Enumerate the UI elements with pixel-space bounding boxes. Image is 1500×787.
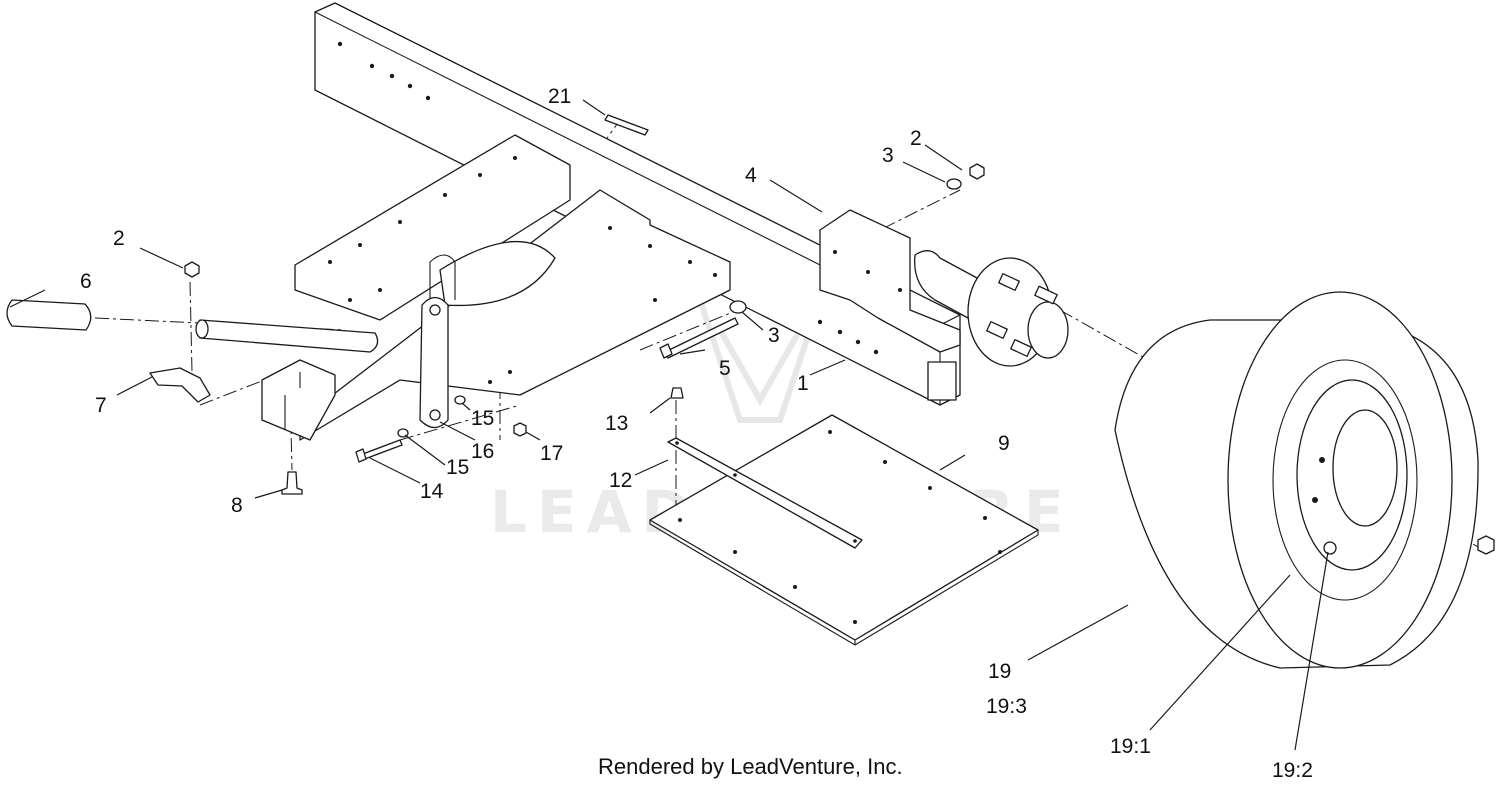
nut-2-left xyxy=(184,261,200,278)
deck-plate xyxy=(649,414,1039,646)
callout-19-1: 19:1 xyxy=(1110,735,1151,758)
bolt-14 xyxy=(359,439,403,461)
callout-19-3: 19:3 xyxy=(986,695,1027,718)
tire-wheel-assembly xyxy=(1114,291,1479,669)
fastener-13 xyxy=(670,387,684,399)
callout-6: 6 xyxy=(80,270,92,293)
callout-13: 13 xyxy=(605,412,628,435)
callout-16: 16 xyxy=(471,440,494,463)
callout-1: 1 xyxy=(797,372,809,395)
callout-5: 5 xyxy=(719,357,731,380)
nut-wheel xyxy=(1477,535,1495,555)
callout-12: 12 xyxy=(609,469,632,492)
link-arm xyxy=(419,296,449,429)
mount-plate-rear xyxy=(294,134,571,321)
pivot-bracket xyxy=(299,189,731,441)
callout-19: 19 xyxy=(988,660,1011,683)
callout-15-upper: 15 xyxy=(471,407,494,430)
locknut-17 xyxy=(513,422,527,437)
callout-14: 14 xyxy=(420,480,444,503)
washer-3-mid xyxy=(729,300,747,314)
strap-bar xyxy=(667,437,863,549)
render-credit: Rendered by LeadVenture, Inc. xyxy=(598,754,903,779)
callout-2-right: 2 xyxy=(910,127,922,150)
wheel-hub xyxy=(967,257,1069,367)
washer-3-top xyxy=(946,178,962,190)
callout-4: 4 xyxy=(745,164,757,187)
callout-3-mid: 3 xyxy=(768,324,780,347)
callout-3-top: 3 xyxy=(882,144,894,167)
callout-21: 21 xyxy=(548,85,571,108)
callout-labels: 21 2 3 4 2 6 3 5 1 7 13 15 9 16 17 15 12… xyxy=(80,85,1313,782)
handle-grip xyxy=(6,299,92,331)
callout-7: 7 xyxy=(95,394,107,417)
washer-15-a xyxy=(454,395,466,405)
leader-lines xyxy=(9,99,1329,751)
latch-hook xyxy=(429,254,456,300)
spindle-bracket xyxy=(819,209,961,353)
callout-15-lower: 15 xyxy=(446,456,469,479)
latch-clip xyxy=(149,367,211,403)
callout-17: 17 xyxy=(540,442,563,465)
bolt-8 xyxy=(281,471,303,495)
hardware xyxy=(184,114,1495,555)
callout-2-left: 2 xyxy=(113,227,125,250)
callout-8: 8 xyxy=(231,494,243,517)
pin-21 xyxy=(604,114,649,136)
callout-19-2: 19:2 xyxy=(1272,759,1313,782)
handle-mount-bracket xyxy=(261,359,336,441)
callout-9: 9 xyxy=(998,432,1010,455)
handle-bar xyxy=(195,319,379,353)
nut-2-right xyxy=(969,163,985,180)
